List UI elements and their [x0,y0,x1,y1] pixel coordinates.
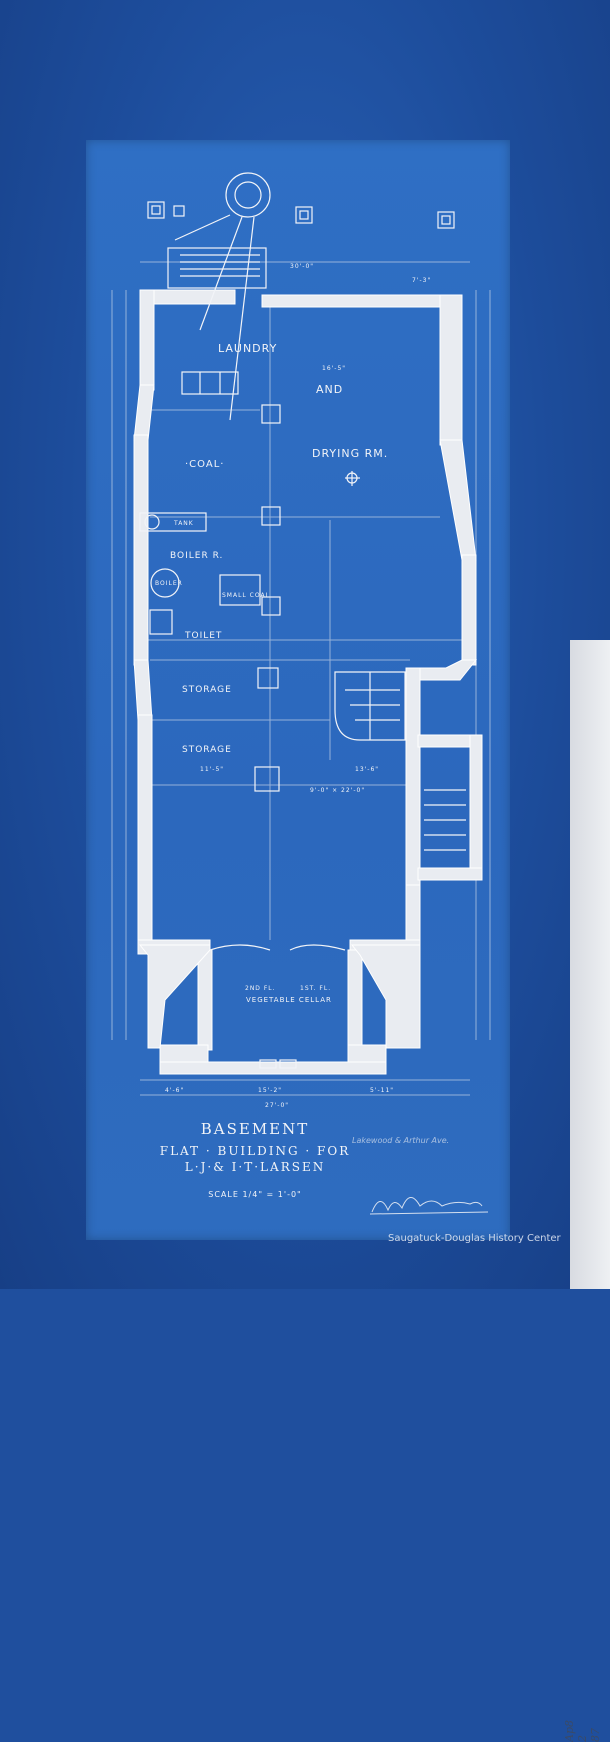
dim-bottom-mid: 15'-2" [258,1087,282,1094]
fixtures [139,172,466,1069]
room-labels: LAUNDRY AND DRYING RM. ·COAL· TANK BOILE… [155,342,388,1004]
label-vegetable-cellar: VEGETABLE CELLAR [246,996,332,1004]
dim-hall-width: 13'-6" [355,766,379,773]
dimension-labels: 30'-0" 7'-3" 16'-5" 11'-5" 13'-6" 9'-0" … [165,263,431,1109]
label-first-floor: 1ST. FL. [300,985,331,992]
title-line-2: FLAT · BUILDING · FOR [159,1144,351,1158]
label-boiler: BOILER [155,580,183,587]
label-second-floor: 2ND FL. [245,985,276,992]
edge-note: Ap8 2 87 [563,1720,602,1742]
blueprint-sheet [86,140,510,1240]
dim-laundry-width: 16'-5" [322,365,346,372]
dim-top-width: 30'-0" [290,263,314,270]
certification-address: Lakewood & Arthur Ave. [352,1136,450,1145]
label-small-coal: SMALL COAL [222,592,270,599]
label-storage-2: STORAGE [182,745,232,755]
label-laundry: LAUNDRY [218,342,277,355]
label-drying-room: DRYING RM. [312,447,388,460]
paper-edge: Ap8 2 87 [563,640,610,1742]
dim-storage-width: 11'-5" [200,766,224,773]
dim-bottom-total: 27'-0" [265,1102,289,1109]
walls [133,289,483,1075]
scale-note: SCALE 1/4" = 1'-0" [208,1190,302,1199]
dim-bottom-left: 4'-6" [165,1087,184,1094]
dim-top-right: 7'-3" [412,277,431,284]
title-line-1: BASEMENT [200,1120,310,1138]
label-storage-1: STORAGE [182,685,232,695]
label-boiler-room: BOILER R. [170,551,223,561]
architect-signature [369,1197,489,1215]
certification-block: Lakewood & Arthur Ave. [352,1122,492,1146]
dimension-lines [111,261,491,1096]
label-tank: TANK [173,520,194,527]
dim-mid: 9'-0" × 22'-0" [310,787,365,794]
label-and: AND [316,383,343,396]
label-toilet: TOILET [184,631,222,641]
title-line-3: L·J·& I·T·LARSEN [184,1160,326,1174]
floor-plan: LAUNDRY AND DRYING RM. ·COAL· TANK BOILE… [111,172,491,1215]
watermark-credit: Saugatuck-Douglas History Center [388,1233,561,1244]
dim-bottom-right: 5'-11" [370,1087,394,1094]
title-block: BASEMENT FLAT · BUILDING · FOR L·J·& I·T… [150,1120,360,1199]
label-coal: ·COAL· [185,459,224,470]
